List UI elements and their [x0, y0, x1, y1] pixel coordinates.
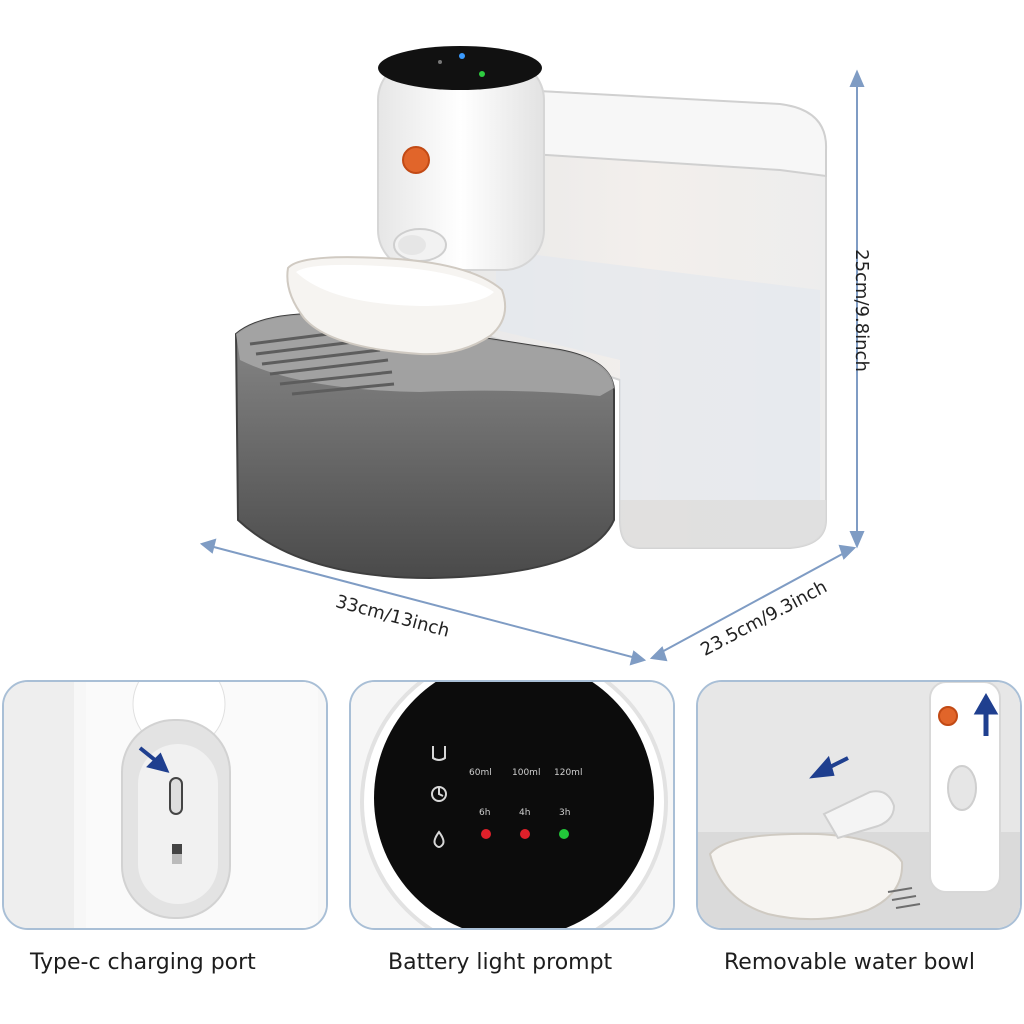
- water-bowl: [286, 256, 506, 356]
- usb-c-port-icon: [169, 777, 183, 815]
- cup-icon: [432, 746, 446, 761]
- hour-label: 4h: [519, 808, 531, 818]
- battery-light-caption: Battery light prompt: [388, 950, 613, 975]
- depth-dimension-arrow: [649, 544, 857, 662]
- removable-bowl-panel: [696, 680, 1022, 930]
- indicator-light-1: [481, 829, 491, 839]
- indicator-light-3: [559, 829, 569, 839]
- volume-label: 120ml: [554, 768, 583, 778]
- clock-icon: [431, 786, 447, 802]
- battery-display-image: [351, 682, 673, 928]
- switch-icon: [172, 844, 182, 854]
- pump-column: [377, 46, 545, 271]
- up-arrow-icon: [973, 692, 999, 736]
- height-dimension-arrow: [849, 69, 865, 549]
- removable-bowl-image: [698, 682, 1020, 928]
- hour-labels: 6h 4h 3h: [479, 808, 639, 824]
- volume-labels: 60ml 100ml 120ml: [469, 768, 629, 784]
- water-drop-icon: [433, 830, 445, 848]
- charging-port-image: [4, 682, 326, 928]
- indicator-light-2: [520, 829, 530, 839]
- water-tank: [464, 88, 828, 549]
- width-dimension-arrow: [199, 538, 647, 666]
- height-dimension-label: 25cm/9.8inch: [850, 249, 872, 372]
- power-button-icon: [402, 146, 430, 174]
- hour-label: 3h: [559, 808, 571, 818]
- removable-bowl-caption: Removable water bowl: [724, 950, 976, 975]
- callout-arrow-icon: [138, 746, 170, 773]
- hour-label: 6h: [479, 808, 491, 818]
- product-illustration: [199, 46, 865, 666]
- volume-label: 60ml: [469, 768, 492, 778]
- battery-light-panel: 60ml 100ml 120ml 6h 4h 3h: [349, 680, 675, 930]
- power-button-icon: [938, 706, 958, 726]
- volume-label: 100ml: [512, 768, 541, 778]
- charging-port-caption: Type-c charging port: [30, 950, 256, 975]
- left-arrow-icon: [809, 755, 849, 779]
- charging-port-panel: [2, 680, 328, 930]
